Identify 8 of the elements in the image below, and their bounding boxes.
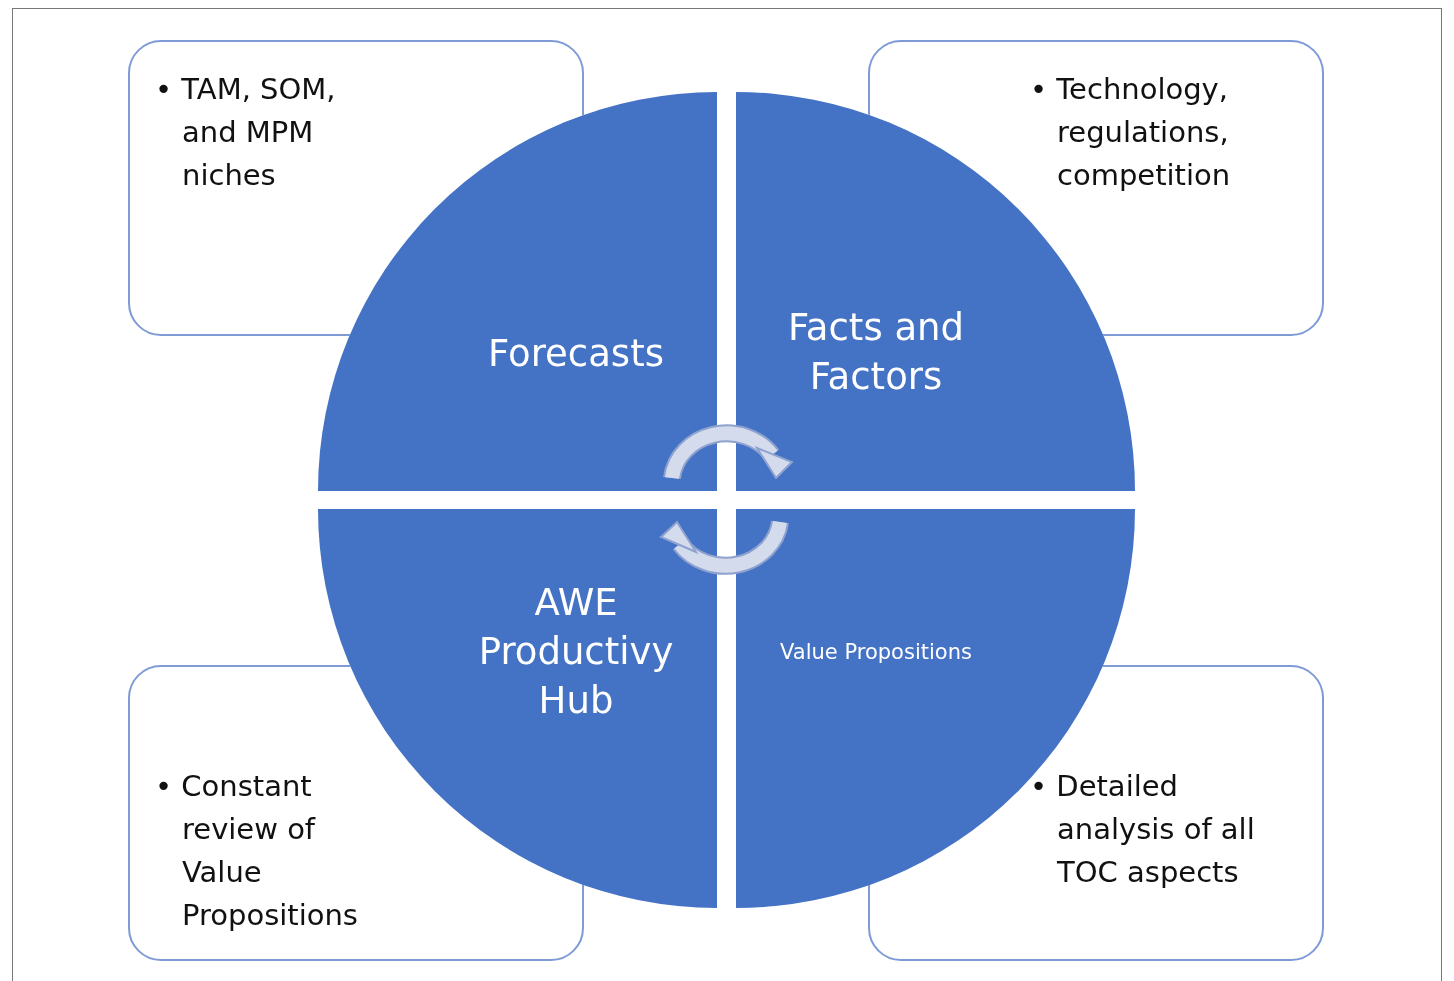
quadrant-label: Forecasts xyxy=(487,331,665,378)
bullet-text: • Constant review of Value Propositions xyxy=(155,768,359,934)
quadrant-label: AWE Productivy Hub xyxy=(477,580,675,725)
bullet-text: • Technology, regulations, competition xyxy=(1030,71,1232,194)
quadrant-label: Facts and Factors xyxy=(786,304,966,400)
quadrant-label: Value Propositions xyxy=(779,639,973,667)
bullet-text: • Detailed analysis of all TOC aspects xyxy=(1030,768,1256,891)
bullet-text: • TAM, SOM, and MPM niches xyxy=(155,71,337,194)
